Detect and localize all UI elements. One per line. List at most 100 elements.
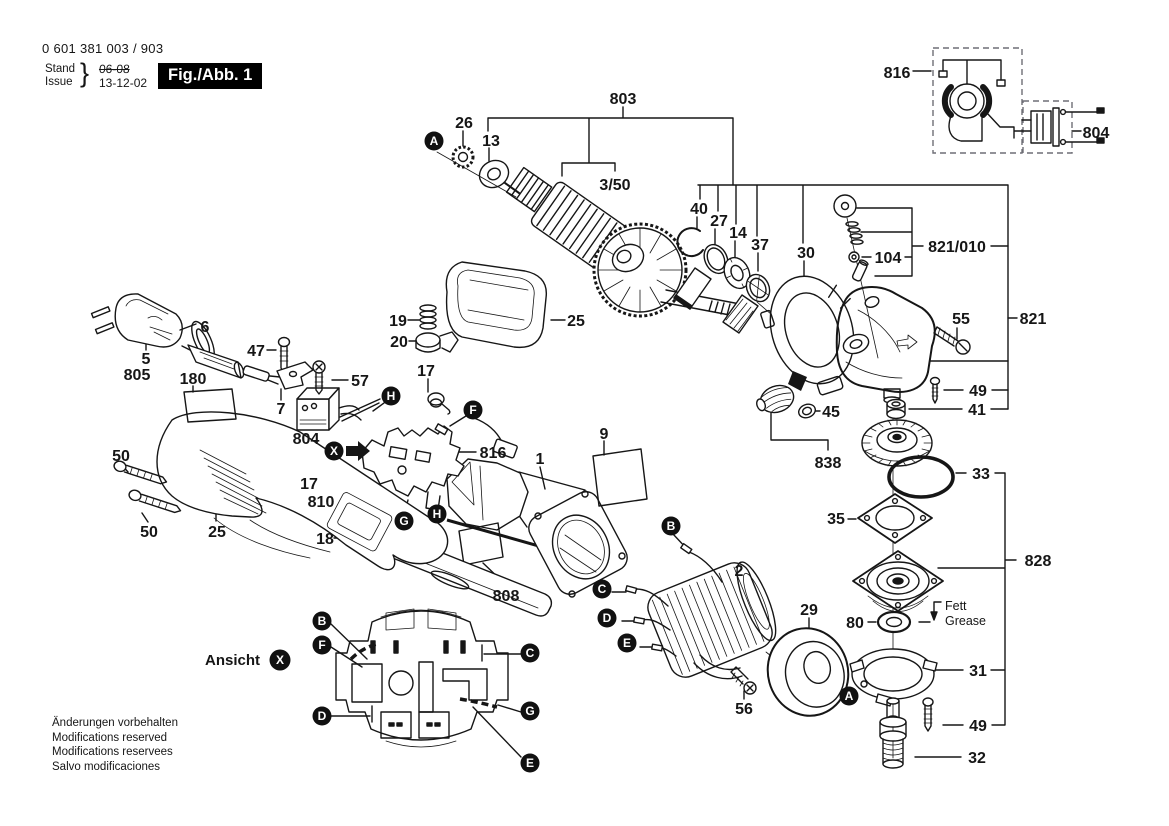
bracket-803 [487, 106, 734, 186]
gear-housing-group [833, 194, 971, 420]
callout-19: 19 [389, 313, 407, 330]
field-coil-group [624, 542, 850, 717]
callout-9: 9 [600, 426, 609, 443]
upper-shell-group [415, 261, 548, 353]
insulating-block [673, 267, 712, 310]
screw-49a [929, 376, 941, 404]
motor-symbol [938, 59, 1032, 142]
svg-text:G: G [525, 704, 534, 718]
callout-37: 37 [751, 237, 769, 254]
callout-828: 828 [1025, 553, 1052, 570]
gear-housing [835, 286, 936, 393]
letter-e-view: E [520, 753, 540, 773]
wiring-box-816 [932, 47, 1023, 154]
screw-50-upper [113, 460, 168, 485]
callout-838: 838 [815, 455, 842, 472]
callout-104: 104 [875, 250, 902, 267]
callout-13: 13 [482, 133, 500, 150]
callout-803: 803 [610, 91, 637, 108]
callout-25-top: 25 [567, 313, 585, 330]
callout-6: 6 [201, 319, 210, 336]
letter-x-arrow: X [324, 441, 344, 461]
letter-a-spindle: A [839, 686, 859, 706]
callout-50-lower: 50 [140, 524, 158, 541]
sticker-180 [183, 388, 237, 423]
callout-33: 33 [972, 466, 990, 483]
bushing-41 [886, 398, 906, 420]
screw-49b [922, 697, 934, 732]
callout-18: 18 [316, 531, 334, 548]
callout-25-shell: 25 [208, 524, 226, 541]
screw-55 [933, 326, 971, 355]
svg-text:H: H [433, 507, 442, 521]
svg-text:A: A [845, 689, 854, 703]
sticker-808 [458, 522, 504, 566]
svg-text:C: C [598, 582, 607, 596]
ansicht-label: Ansicht [205, 652, 260, 669]
footer-note-de: Änderungen vorbehalten [52, 717, 178, 729]
letter-c-view: C [520, 643, 540, 663]
callout-26: 26 [455, 115, 473, 132]
shell-cluster [113, 388, 449, 571]
spring-washer-26 [451, 145, 475, 169]
footer-note-en: Modifications reserved [52, 732, 168, 744]
callout-80: 80 [846, 615, 864, 632]
shaft-tip [504, 182, 520, 194]
svg-text:G: G [399, 514, 408, 528]
callout-180: 180 [180, 371, 207, 388]
field-coil-2 [647, 561, 777, 678]
bracket-821 [908, 317, 1018, 410]
grease-label-en: Grease [945, 614, 986, 628]
wiring-box-804 [1022, 100, 1073, 154]
bracket-838 [770, 411, 829, 451]
callout-7: 7 [277, 401, 286, 418]
wire-terminal-f [434, 417, 518, 459]
spindle-stack [849, 419, 955, 769]
bearing-14 [723, 256, 751, 290]
insulating-block-hatched [722, 294, 759, 334]
callout-50-upper: 50 [112, 448, 130, 465]
bearing-13 [478, 159, 510, 189]
screw-57 [312, 360, 326, 395]
svg-text:F: F [469, 403, 476, 417]
callout-804-left: 804 [293, 431, 320, 448]
footer-note-es: Salvo modificaciones [52, 761, 161, 773]
lock-plate-31 [849, 648, 938, 707]
ansicht-view [330, 608, 522, 758]
spindle-32 [879, 697, 907, 769]
view-edge-highlight-right [459, 697, 498, 709]
callout-821-010: 821/010 [928, 239, 986, 256]
baffle-ring-29 [766, 627, 850, 717]
screw-56 [730, 666, 757, 695]
bracket-821-010 [856, 207, 1009, 277]
callout-14: 14 [729, 225, 747, 242]
switch-804 [296, 387, 362, 431]
svg-text:F: F [318, 638, 325, 652]
screw-50-lower [128, 489, 182, 514]
stand-label: Stand [45, 63, 76, 75]
callout-40: 40 [690, 201, 708, 218]
callout-41: 41 [968, 402, 986, 419]
svg-text:H: H [387, 389, 396, 403]
callout-17-top: 17 [417, 363, 435, 380]
gear-housing-details [842, 296, 918, 404]
callout-29: 29 [800, 602, 818, 619]
letter-b-coil: B [661, 516, 681, 536]
bearing-flange [852, 550, 944, 612]
brush-carrier-816 [361, 425, 465, 517]
o-ring-33 [887, 455, 955, 499]
letter-f-view: F [312, 635, 332, 655]
svg-text:E: E [526, 756, 534, 770]
view-direction-arrow [346, 441, 370, 461]
stand-issue-brace: } [80, 58, 90, 88]
callout-57: 57 [351, 373, 369, 390]
callout-30: 30 [797, 245, 815, 262]
washer-80 [876, 610, 912, 634]
cord-plug-cluster [90, 293, 326, 395]
callout-20: 20 [390, 334, 408, 351]
spring-19 [419, 304, 437, 330]
contact-pin [339, 398, 381, 422]
switch-symbol [1030, 107, 1105, 147]
pinion-group-838 [756, 371, 816, 419]
